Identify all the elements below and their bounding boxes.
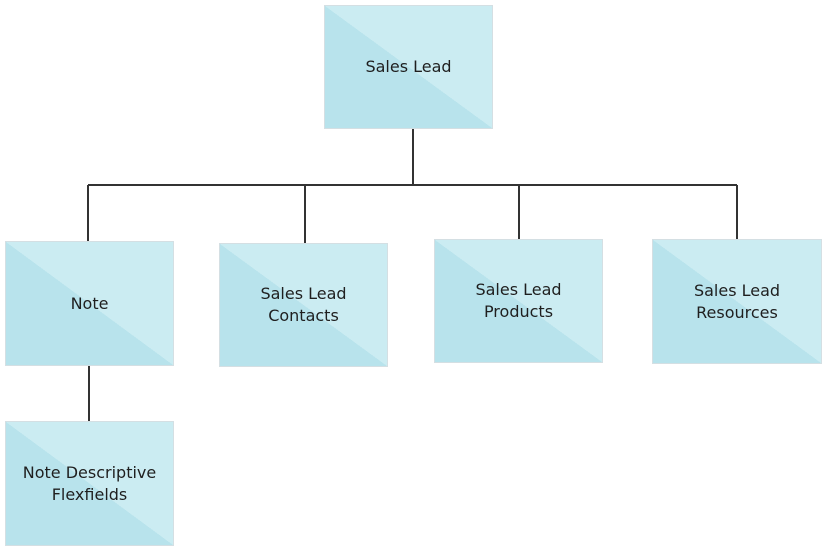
node-sales-lead-resources: Sales Lead Resources: [652, 239, 822, 364]
node-sales-lead-resources-label: Sales Lead Resources: [693, 280, 781, 322]
node-sales-lead-products: Sales Lead Products: [434, 239, 603, 363]
node-sales-lead-products-label: Sales Lead Products: [475, 280, 562, 321]
node-sales-lead-contacts-label: Sales Lead Contacts: [260, 284, 347, 325]
node-note-descriptive-flexfields: Note Descriptive Flexfields: [5, 421, 174, 546]
node-sales-lead-label: Sales Lead: [365, 57, 452, 76]
node-sales-lead: Sales Lead: [324, 5, 493, 129]
node-note-label: Note: [70, 293, 109, 313]
node-note-descriptive-flexfields-label: Note Descriptive Flexfields: [22, 462, 157, 504]
node-sales-lead-contacts: Sales Lead Contacts: [219, 243, 388, 367]
node-note: Note: [5, 241, 174, 366]
